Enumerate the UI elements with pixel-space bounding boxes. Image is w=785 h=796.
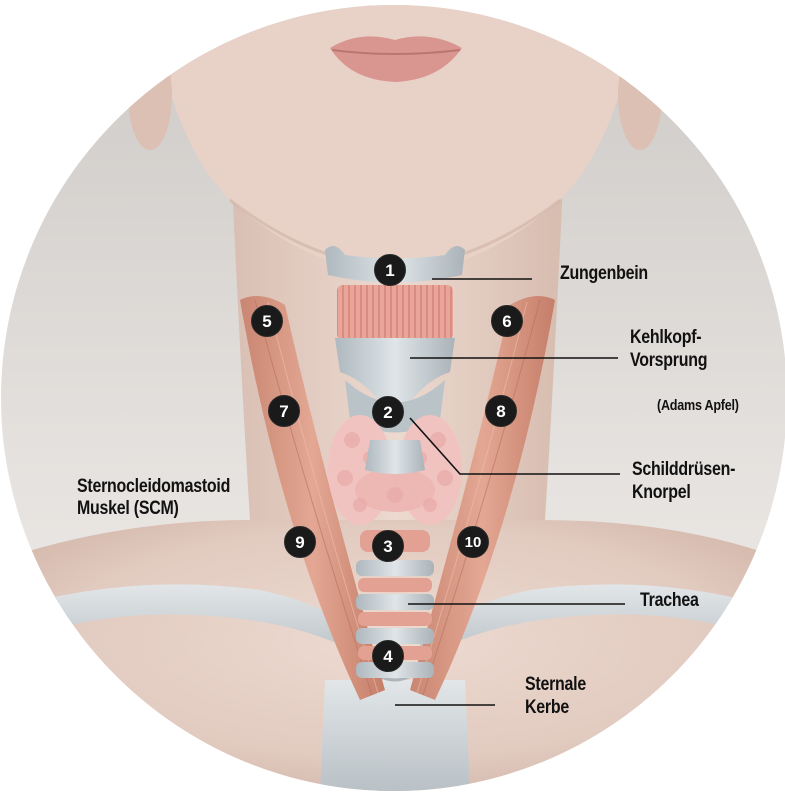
marker-2: 2 xyxy=(372,396,404,428)
marker-3: 3 xyxy=(372,530,404,562)
label-zungenbein: Zungenbein xyxy=(560,263,648,284)
label-schilddruesen-line1: Schilddrüsen- xyxy=(632,459,735,480)
marker-4: 4 xyxy=(372,640,404,672)
marker-5: 5 xyxy=(251,305,283,337)
label-trachea: Trachea xyxy=(640,590,699,611)
label-sternale-line1: Sternale xyxy=(525,674,586,695)
label-scm-line2: Muskel (SCM) xyxy=(77,498,179,519)
label-adams-apfel: (Adams Apfel) xyxy=(657,397,739,414)
label-schilddruesen-line2: Knorpel xyxy=(632,482,691,503)
label-kehlkopf-line2: Vorsprung xyxy=(630,350,707,371)
marker-1: 1 xyxy=(374,254,406,286)
marker-7: 7 xyxy=(268,395,300,427)
marker-10: 10 xyxy=(457,526,489,558)
marker-9: 9 xyxy=(284,526,316,558)
label-sternale-line2: Kerbe xyxy=(525,697,569,718)
marker-6: 6 xyxy=(491,305,523,337)
marker-8: 8 xyxy=(485,395,517,427)
label-kehlkopf-line1: Kehlkopf- xyxy=(630,327,701,348)
label-scm-line1: Sternocleidomastoid xyxy=(77,476,230,497)
